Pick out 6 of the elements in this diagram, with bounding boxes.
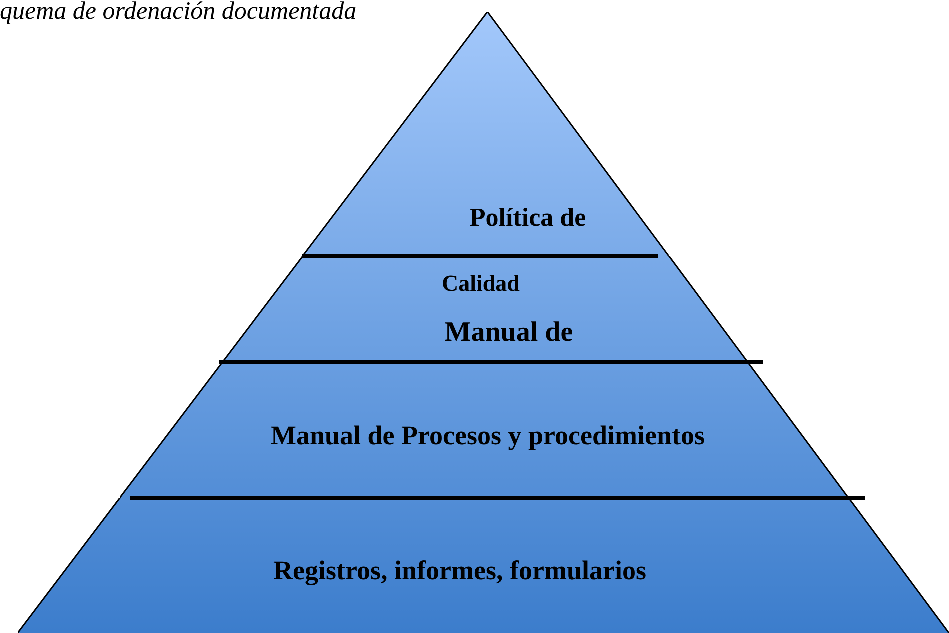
diagram-title: quema de ordenación documentada <box>0 0 357 27</box>
tier-label: Calidad <box>442 271 520 297</box>
tier-label: Registros, informes, formularios <box>274 556 646 586</box>
tier-label: Manual de Procesos y procedimientos <box>271 420 705 452</box>
tier-label: Política de <box>470 203 586 233</box>
tier-label: Manual de <box>444 317 574 349</box>
